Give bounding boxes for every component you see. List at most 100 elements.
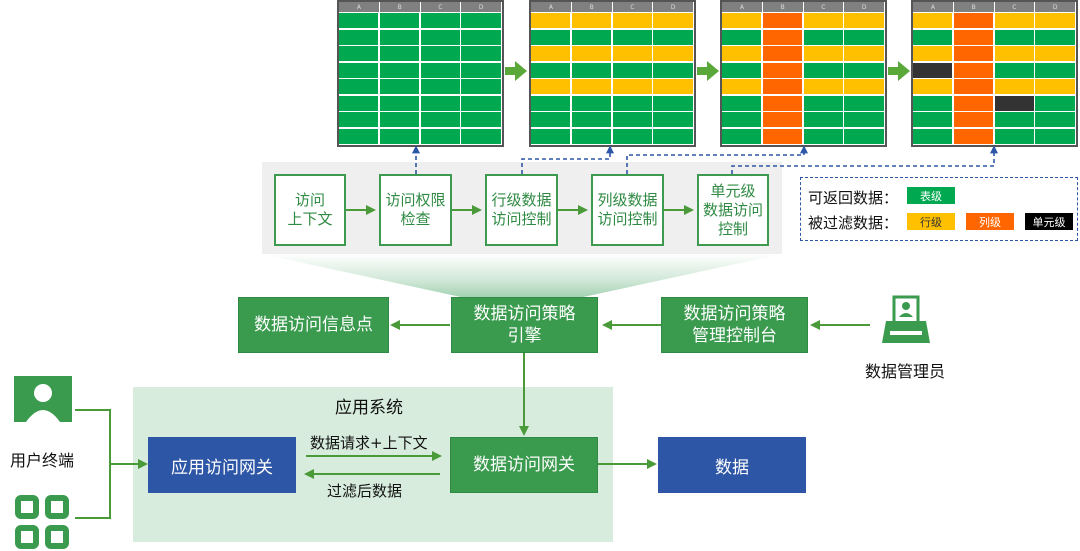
table-cell — [953, 95, 993, 111]
table-cell — [953, 29, 993, 45]
table-cell — [612, 128, 652, 144]
table-cell — [913, 112, 953, 127]
table-cell — [531, 13, 571, 28]
table-cell — [762, 112, 802, 127]
stage-column-control: 列级数据 访问控制 — [591, 174, 664, 246]
table-cell — [420, 128, 460, 144]
table-cell — [1035, 128, 1075, 144]
table-cell — [844, 62, 884, 78]
table-cell — [913, 62, 953, 78]
table-cell — [762, 79, 802, 94]
table-cell — [653, 79, 693, 94]
table-cell — [953, 128, 993, 144]
table-cell — [379, 79, 419, 94]
table-cell — [339, 128, 379, 144]
table-cell — [653, 95, 693, 111]
stage-access-context: 访问 上下文 — [274, 174, 346, 246]
table-cell — [420, 13, 460, 28]
table-header-cell: C — [612, 2, 653, 12]
app-gateway-box: 应用访问网关 — [148, 437, 296, 493]
table-cell — [1035, 62, 1075, 78]
legend-row-level: 行级 — [907, 213, 955, 230]
table-cell — [571, 95, 611, 111]
table-cell — [844, 95, 884, 111]
table-cell — [913, 79, 953, 94]
table-cell — [461, 46, 501, 61]
table-cell — [722, 128, 762, 144]
table-cell — [461, 128, 501, 144]
table-cell — [420, 46, 460, 61]
table-cell — [762, 62, 802, 78]
table-header-cell: D — [844, 2, 884, 12]
stage-permission-check: 访问权限 检查 — [379, 174, 452, 246]
table-cell — [913, 13, 953, 28]
table-cell — [571, 46, 611, 61]
policy-console-box: 数据访问策略 管理控制台 — [661, 297, 808, 353]
table-cell — [339, 46, 379, 61]
stage-cell-control: 单元级 数据访问 控制 — [697, 174, 769, 246]
table-cell — [722, 46, 762, 61]
user-avatar-icon — [14, 376, 72, 422]
table-cell — [339, 112, 379, 127]
table-cell — [722, 13, 762, 28]
table-header-cell: A — [339, 2, 379, 12]
table-cell — [653, 112, 693, 127]
table-cell — [803, 46, 843, 61]
table-cell — [571, 62, 611, 78]
table-cell — [531, 112, 571, 127]
table-cell — [461, 95, 501, 111]
table-cell — [803, 112, 843, 127]
table-transition-arrows — [505, 61, 910, 81]
table-cell — [612, 112, 652, 127]
table-arrow-3 — [888, 61, 910, 81]
table-cell — [762, 128, 802, 144]
table-cell — [722, 62, 762, 78]
table-cell — [762, 46, 802, 61]
table-header-cell: A — [531, 2, 571, 12]
table-cell — [653, 62, 693, 78]
table-cell — [612, 29, 652, 45]
info-point-box: 数据访问信息点 — [238, 297, 389, 353]
table-header-cell: B — [953, 2, 994, 12]
table-cell — [1035, 112, 1075, 127]
legend-returnable-label: 可返回数据： — [808, 189, 899, 207]
table-cell — [339, 79, 379, 94]
table-cell — [461, 62, 501, 78]
table-cell — [994, 46, 1034, 61]
app-system-title: 应用系统 — [335, 398, 403, 418]
table-cell — [844, 13, 884, 28]
data-gateway-box: 数据访问网关 — [450, 437, 598, 493]
table-cell — [762, 95, 802, 111]
table-cell — [1035, 46, 1075, 61]
table-cell — [379, 62, 419, 78]
table-cell — [531, 128, 571, 144]
table-cell — [653, 128, 693, 144]
table-cell — [994, 62, 1034, 78]
user-terminal-label: 用户终端 — [10, 451, 75, 470]
table-cell — [913, 46, 953, 61]
table-cell — [994, 13, 1034, 28]
table-header-cell: C — [420, 2, 461, 12]
table-arrow-1 — [505, 61, 527, 81]
dashed-links — [412, 145, 998, 174]
table-cell — [1035, 29, 1075, 45]
table-cell — [379, 46, 419, 61]
table-cell — [1035, 79, 1075, 94]
table-cell — [722, 112, 762, 127]
table-cell — [531, 95, 571, 111]
table-header-cell: D — [653, 2, 693, 12]
table-cell — [612, 62, 652, 78]
table-cell — [653, 46, 693, 61]
request-label: 数据请求+上下文 — [310, 434, 428, 452]
table-cell — [844, 128, 884, 144]
table-cell — [612, 79, 652, 94]
legend-table-level: 表级 — [907, 187, 955, 204]
table-cell — [953, 46, 993, 61]
table-cell — [420, 95, 460, 111]
table-cell — [531, 46, 571, 61]
policy-engine-box: 数据访问策略 引擎 — [451, 297, 598, 353]
